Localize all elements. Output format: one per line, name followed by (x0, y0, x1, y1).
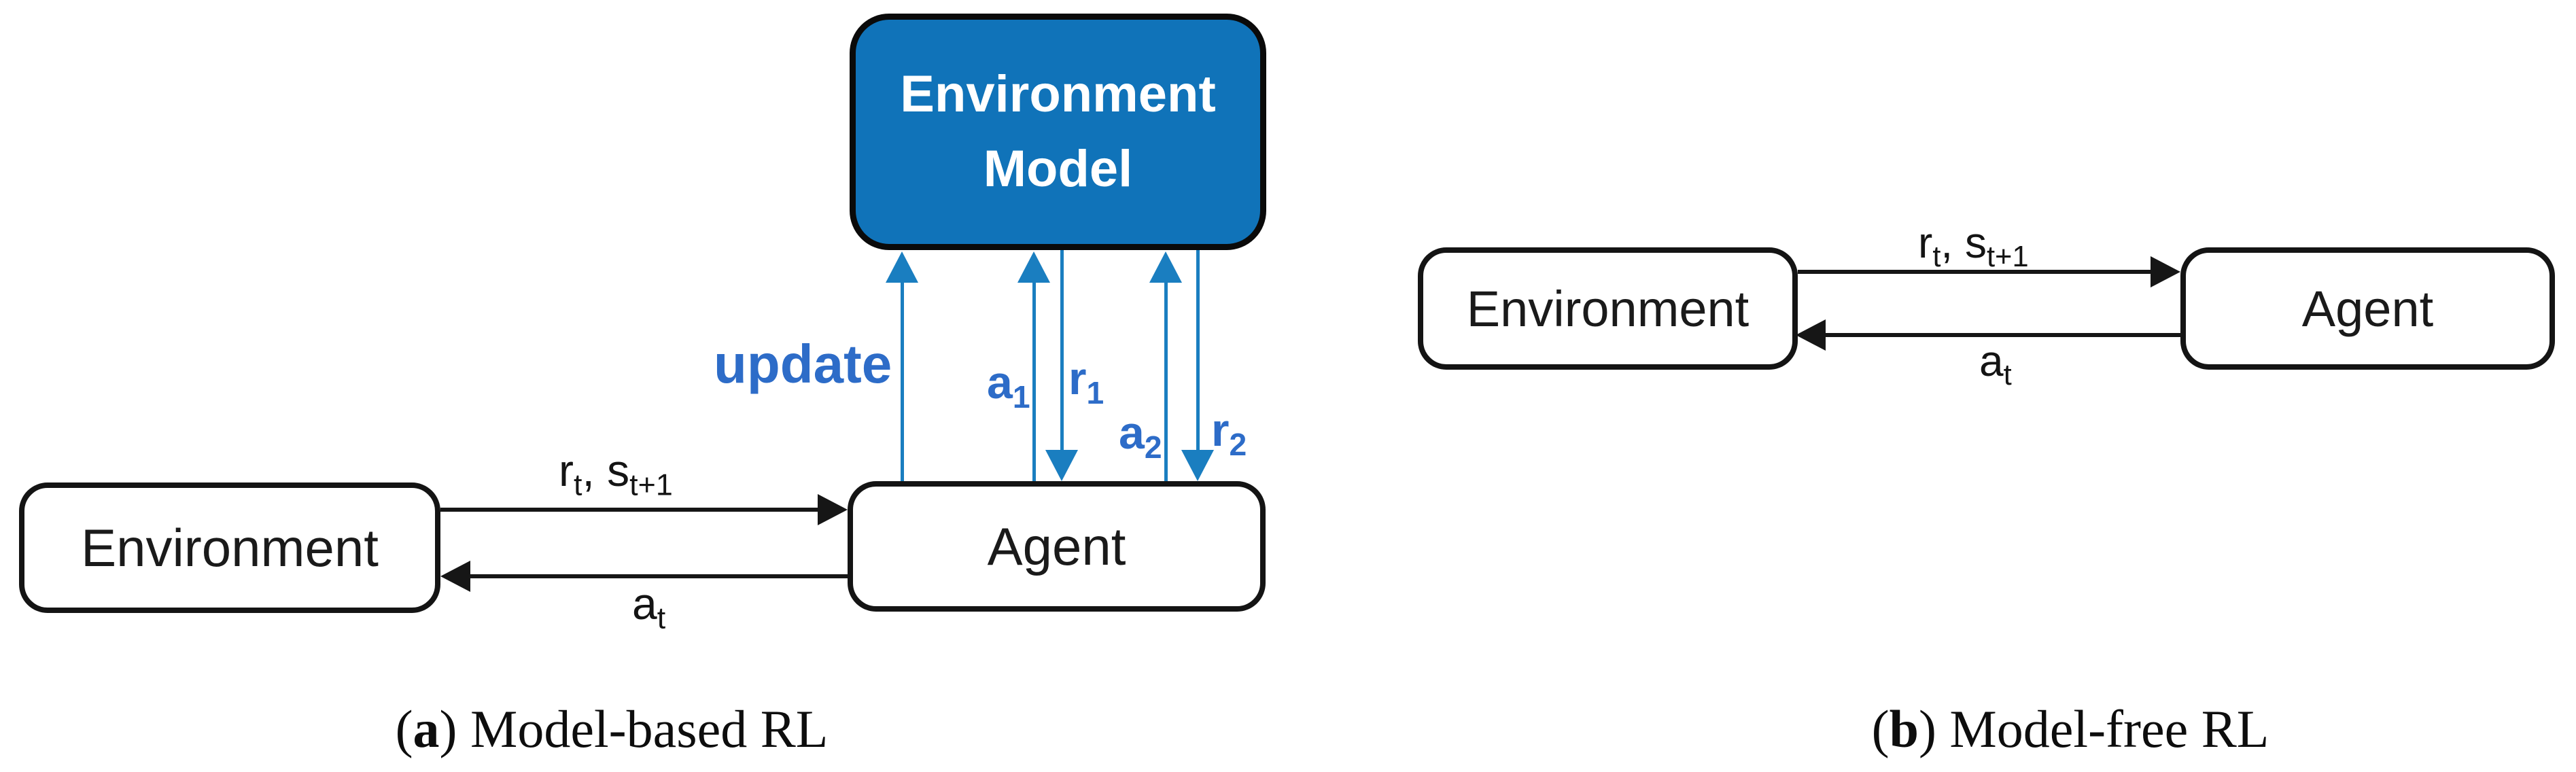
a2-arrow-head (1149, 251, 1182, 283)
reward-state-label-a: rt, st+1 (559, 446, 673, 502)
a2-label: a2 (1119, 408, 1162, 465)
environment-model-label-line2: Model (983, 140, 1133, 198)
agent-box-a: Agent (848, 481, 1266, 612)
r1-label: r1 (1068, 353, 1104, 410)
caption-b-rest: ) Model-free RL (1918, 699, 2269, 758)
a1-label-sub: 1 (1012, 379, 1030, 415)
action-arrow-a-head (440, 561, 470, 592)
a1-label-base: a (987, 357, 1013, 408)
update-arrow-line (901, 280, 904, 481)
agent-box-b: Agent (2180, 247, 2555, 370)
reward-state-label-a-r: r (559, 445, 574, 495)
r2-label-sub: 2 (1229, 426, 1247, 462)
reward-state-arrow-a-head (818, 494, 848, 525)
reward-state-label-b: rt, st+1 (1918, 219, 2029, 274)
a1-arrow-line (1032, 280, 1036, 481)
environment-box-a-label: Environment (81, 517, 379, 578)
r2-arrow-line (1196, 250, 1200, 451)
action-arrow-b-head (1796, 319, 1826, 351)
agent-box-a-label: Agent (987, 516, 1126, 576)
action-label-b: at (1979, 337, 2012, 392)
r2-label-base: r (1211, 404, 1230, 456)
reward-state-arrow-a-line (440, 508, 821, 512)
r2-arrow-head (1181, 450, 1214, 481)
action-label-a-a: a (632, 578, 657, 629)
caption-b: (b) Model-free RL (1872, 700, 2269, 758)
a2-label-base: a (1119, 407, 1145, 459)
r1-label-sub: 1 (1086, 374, 1104, 410)
environment-model-box: Environment Model (850, 14, 1266, 250)
update-label: update (714, 334, 892, 394)
caption-a-open: ( (395, 699, 413, 758)
reward-state-arrow-b-line (1798, 270, 2154, 274)
a1-label: a1 (987, 357, 1030, 415)
reward-state-label-a-ssub: t+1 (629, 467, 673, 502)
action-label-a: at (632, 579, 665, 635)
caption-a: (a) Model-based RL (396, 700, 829, 758)
r1-label-base: r (1068, 353, 1087, 404)
caption-b-letter: b (1889, 699, 1919, 758)
update-arrow-head (886, 251, 918, 283)
r1-arrow-line (1060, 250, 1064, 451)
action-arrow-b-line (1824, 333, 2182, 337)
caption-a-letter: a (413, 699, 440, 758)
r1-arrow-head (1045, 450, 1078, 481)
action-label-a-sub: t (657, 600, 666, 635)
environment-box-b: Environment (1418, 247, 1798, 370)
environment-box-b-label: Environment (1466, 280, 1750, 337)
a2-label-sub: 2 (1144, 429, 1162, 465)
action-label-b-sub: t (2003, 359, 2012, 392)
reward-state-label-a-s: , s (582, 445, 630, 495)
reward-state-label-b-s: , s (1940, 218, 1987, 267)
environment-model-label-line1: Environment (900, 65, 1216, 123)
action-label-b-a: a (1979, 336, 2004, 385)
reward-state-label-b-ssub: t+1 (1986, 241, 2029, 274)
reward-state-label-b-rsub: t (1932, 241, 1941, 274)
environment-box-a: Environment (19, 482, 440, 613)
reward-state-label-b-r: r (1918, 218, 1933, 267)
agent-box-b-label: Agent (2301, 280, 2434, 337)
a2-arrow-line (1164, 280, 1168, 481)
a1-arrow-head (1017, 251, 1050, 283)
reward-state-label-a-rsub: t (573, 467, 582, 502)
action-arrow-a-line (469, 574, 848, 578)
caption-b-open: ( (1871, 699, 1890, 758)
caption-a-rest: ) Model-based RL (439, 699, 829, 758)
reward-state-arrow-b-head (2151, 256, 2180, 287)
r2-label: r2 (1211, 405, 1247, 462)
